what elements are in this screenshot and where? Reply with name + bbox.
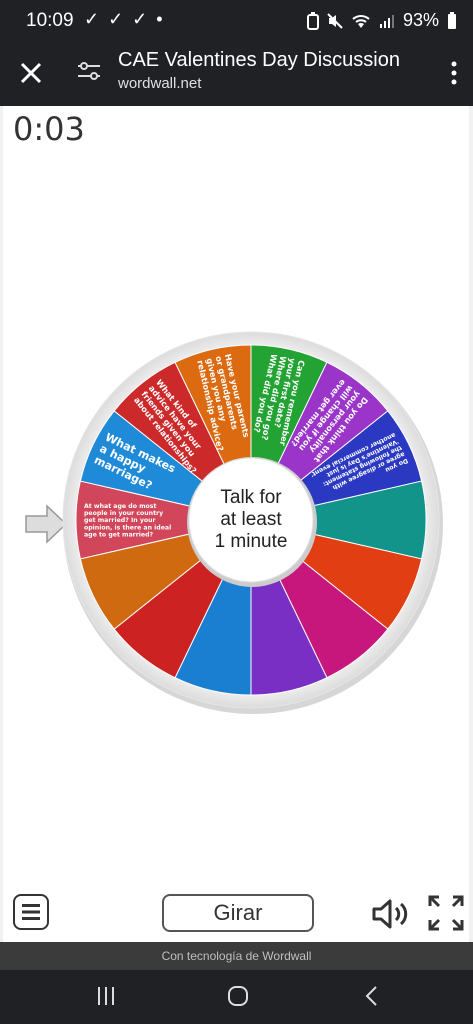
back-icon[interactable] xyxy=(360,984,384,1008)
timer: 0:03 xyxy=(13,110,85,148)
recent-apps-icon[interactable] xyxy=(94,984,118,1008)
status-time: 10:09 xyxy=(26,10,74,31)
powered-by-credit: Con tecnología de Wordwall xyxy=(0,942,473,970)
battery-percent: 93% xyxy=(402,10,439,30)
battery-saver-icon xyxy=(306,11,319,30)
spinner-wheel[interactable]: Are you aromanticperson?Have youever wri… xyxy=(3,106,469,886)
status-bar: 10:09 ✓ ✓ ✓ • 93% xyxy=(0,0,473,44)
tune-icon[interactable] xyxy=(76,56,102,86)
mute-icon xyxy=(327,12,343,29)
signal-icon xyxy=(379,14,394,28)
browser-app-bar: CAE Valentines Day Discussion wordwall.n… xyxy=(0,44,473,106)
status-indicators: 93% xyxy=(306,10,457,31)
page-title: CAE Valentines Day Discussion xyxy=(118,49,400,71)
fullscreen-icon[interactable] xyxy=(427,894,465,932)
game-panel: 0:03 Are you aromanticperson?Have youeve… xyxy=(3,106,469,942)
menu-icon xyxy=(22,904,40,920)
system-nav-bar xyxy=(0,970,473,1024)
notification-icons: ✓ ✓ ✓ • xyxy=(84,9,165,29)
pointer-arrow-icon xyxy=(25,504,67,544)
spin-button[interactable]: Girar xyxy=(162,894,314,932)
page-url: wordwall.net xyxy=(118,75,202,92)
volume-icon[interactable] xyxy=(371,898,409,930)
wifi-icon xyxy=(352,14,370,28)
battery-icon xyxy=(448,11,456,29)
menu-button[interactable] xyxy=(13,894,49,930)
game-viewport: 0:03 Are you aromanticperson?Have youeve… xyxy=(0,106,473,942)
more-vertical-icon[interactable] xyxy=(449,58,459,88)
wheel-hub xyxy=(188,457,314,583)
home-icon[interactable] xyxy=(226,984,250,1008)
close-icon[interactable] xyxy=(14,56,48,90)
